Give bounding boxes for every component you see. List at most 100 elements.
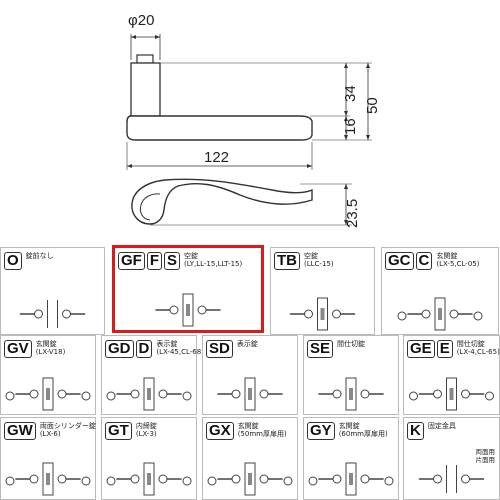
lock-schematic	[409, 377, 494, 411]
rose-left	[433, 389, 442, 399]
rose-right	[259, 474, 269, 484]
lock-description: 間仕切錠	[337, 340, 365, 348]
latch-slot	[349, 473, 353, 485]
arrow-head	[344, 63, 348, 68]
thumbturn-icon	[384, 476, 394, 486]
thumbturn-icon	[182, 391, 192, 401]
lever-handle-drawing: φ20 34 16 50 122	[0, 0, 500, 240]
dimension-drawing-svg: φ20 34 16 50 122	[126, 12, 381, 228]
lock-code-badge: GD	[105, 340, 134, 358]
cylinder-icon	[207, 476, 217, 486]
fixing-note: 両面用片面用	[476, 448, 496, 464]
dim-50: 50	[364, 97, 381, 114]
arrow-head	[344, 184, 348, 189]
lock-type-label: 錠前なし	[25, 252, 54, 260]
lock-description: 内締錠(LX-3)	[136, 422, 157, 438]
lock-type-label: 表示錠	[156, 340, 178, 348]
rose-left	[304, 309, 313, 319]
lock-model-label: (LX-5,CL-05)	[436, 260, 480, 268]
lock-description: 表示錠(LX-45,CL-68)	[156, 340, 204, 356]
rose-right	[197, 305, 207, 315]
rose-right	[449, 309, 459, 319]
lock-type-label: 間仕切錠	[337, 340, 366, 348]
lock-code-badge: C	[415, 252, 433, 270]
cylinder-icon	[106, 476, 116, 486]
lock-option-card[interactable]: O 錠前なし	[0, 247, 105, 335]
lock-description: 玄関錠(LX-V18)	[36, 340, 66, 356]
thumbturn-icon	[283, 476, 293, 486]
lock-code-row: O 錠前なし	[4, 252, 54, 270]
lock-description: 錠前なし	[26, 252, 54, 260]
lock-schematic	[106, 462, 192, 496]
lock-schematic	[217, 377, 283, 411]
note-double-sided: 両面用	[475, 448, 496, 456]
lock-schematic	[106, 377, 192, 411]
lock-type-label: 固定金具	[427, 422, 456, 430]
lock-description: 間仕切錠(LX-4,CL-65)	[457, 340, 500, 356]
rose-left	[130, 474, 140, 484]
lock-description: 玄関錠(50mm厚扉用)	[238, 422, 287, 438]
cylinder-icon	[409, 391, 418, 401]
lock-code-badge: GC	[385, 252, 414, 270]
cylinder-icon	[106, 391, 116, 401]
lock-code-badge: GW	[4, 422, 36, 440]
lock-code-badge: O	[4, 252, 22, 270]
thumbturn-icon	[473, 311, 483, 321]
arrow-head	[344, 116, 348, 121]
thumbturn-icon	[182, 476, 192, 486]
latch-slot	[46, 388, 50, 400]
arrow-head	[307, 164, 312, 168]
lock-code-badge: GT	[105, 422, 132, 440]
lock-model-label: (LX-6)	[39, 430, 61, 438]
lock-code-badge: TB	[274, 252, 300, 270]
rose-left	[332, 474, 342, 484]
lock-schematic	[418, 465, 485, 493]
latch-slot	[438, 308, 442, 320]
rose-left	[29, 474, 39, 484]
rose-left	[433, 474, 442, 484]
lock-schematic	[289, 297, 356, 331]
lock-description: 玄関錠(LX-5,CL-05)	[436, 252, 479, 268]
latch-slot	[349, 388, 353, 400]
latch-slot	[147, 388, 151, 400]
lock-model-label: (LX-3)	[135, 430, 157, 438]
rose-left	[169, 305, 179, 315]
lock-code-badge: SD	[206, 340, 233, 358]
lock-schematic	[397, 297, 483, 331]
lock-schematic	[318, 377, 384, 411]
lock-code-badge: E	[436, 340, 453, 358]
lock-model-label: (LX-V18)	[35, 348, 66, 356]
lock-model-label: (LX-4,CL-65)	[456, 348, 500, 356]
lock-description: 空錠(LLC-15)	[304, 252, 334, 268]
dim-122: 122	[204, 149, 229, 166]
arrow-head	[155, 35, 160, 39]
handle-neck	[130, 62, 161, 117]
thumbturn-icon	[81, 391, 91, 401]
lock-model-label: (50mm厚扉用)	[237, 430, 287, 438]
lock-schematic	[5, 462, 91, 496]
rose-left	[34, 309, 43, 319]
arrow-head	[366, 63, 370, 68]
lock-model-label: (60mm厚扉用)	[338, 430, 388, 438]
lock-code-badge: SE	[307, 340, 334, 358]
lock-model-label: (LX-45,CL-68)	[156, 348, 204, 356]
